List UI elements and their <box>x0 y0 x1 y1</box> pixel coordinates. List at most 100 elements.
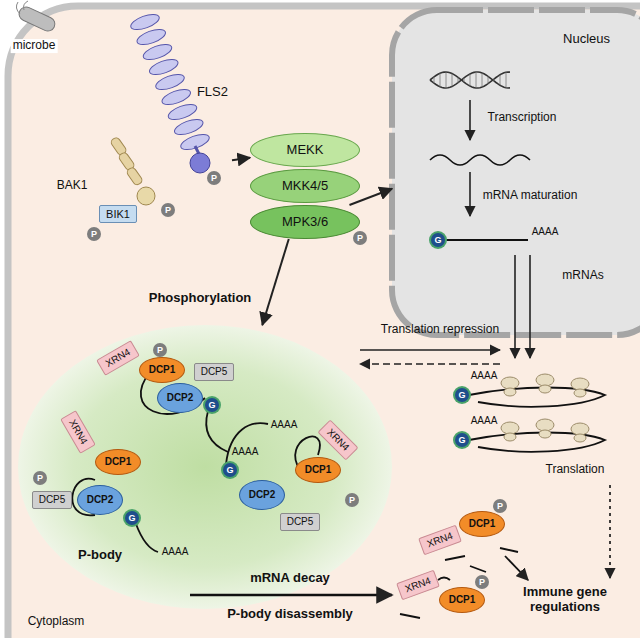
annotation-text: AAAA <box>471 370 498 382</box>
nucleus-flow <box>529 255 531 358</box>
node-label: FLS2 <box>197 85 228 100</box>
dna-helix <box>430 72 510 88</box>
repression-arrows <box>360 349 500 351</box>
cap-mark: G <box>205 398 219 412</box>
nucleus-flow <box>430 100 530 358</box>
node-label: DCP2 <box>87 494 114 506</box>
cap-mark: G <box>223 463 237 477</box>
node-label: DCP2 <box>249 489 276 501</box>
node-label: XRN4 <box>104 346 133 369</box>
bak1-receptor <box>137 187 155 205</box>
nuclear-envelope <box>392 10 640 335</box>
annotation-text: AAAA <box>271 419 298 431</box>
node-label: DCP1 <box>449 594 476 606</box>
dna-helix <box>464 78 465 82</box>
annotation-text: AAAA <box>232 446 259 458</box>
ribosome <box>539 385 551 393</box>
dna-helix <box>500 75 501 86</box>
protein-ellipse: DCP1 <box>139 357 185 383</box>
dna-helix <box>458 77 459 82</box>
repression-arrows <box>360 363 500 365</box>
protein-box: XRN4 <box>96 340 140 376</box>
annotation-text: mRNAs <box>562 269 603 283</box>
ribosome <box>536 374 554 386</box>
p-body-granule <box>18 325 392 609</box>
p-body-region: P-bodyXRN4DCP1DCP5DCP2XRN4DCP1DCP5DCP2DC… <box>18 325 392 609</box>
ribosome <box>574 389 586 397</box>
dna-helix <box>430 72 510 88</box>
annotation-text: Cytoplasm <box>28 615 85 629</box>
dna-helix <box>476 72 477 88</box>
annotation-text: Translation repression <box>381 323 499 337</box>
protein-box: XRN4 <box>317 419 358 460</box>
mrna-fragments <box>400 548 518 618</box>
cap-mark: G <box>455 433 469 447</box>
annotation-text: AAAA <box>532 226 559 238</box>
decay-arrow <box>190 594 392 597</box>
protein-box: DCP5 <box>32 491 72 509</box>
node-label: DCP1 <box>469 518 496 530</box>
protein-box: XRN4 <box>396 570 440 601</box>
nucleus-flow <box>430 155 530 165</box>
phospho-mark: P <box>87 227 101 241</box>
fls2-receptor <box>179 131 211 153</box>
translation-mrna <box>469 388 605 407</box>
ribosome <box>504 433 516 441</box>
annotation-text: AAAA <box>162 546 189 558</box>
node-label: DCP1 <box>105 456 132 468</box>
ribosome <box>571 423 589 435</box>
dna-helix <box>470 74 471 86</box>
kinase-box: BIK1 <box>99 205 137 223</box>
nucleus-flow <box>469 172 471 216</box>
protein-ellipse: DCP1 <box>295 457 341 483</box>
p-body-mrna <box>226 423 268 464</box>
mrna-fragments <box>400 548 518 618</box>
annotation-text: BAK1 <box>57 179 88 193</box>
annotation-text: mRNA maturation <box>483 189 578 203</box>
node-label: XRN4 <box>66 418 89 447</box>
annotation-text: Immune gene regulations <box>506 585 624 615</box>
ribosome <box>571 378 589 390</box>
node-label: Nucleus <box>563 32 610 47</box>
annotation-text: AAAA <box>471 415 498 427</box>
dna-helix <box>506 72 507 87</box>
nucleus-flow <box>469 100 471 140</box>
phospho-mark: P <box>33 471 47 485</box>
translation-mrna <box>469 433 605 452</box>
nucleus-region: Nucleus <box>392 10 640 335</box>
ribosome <box>501 422 519 434</box>
ribosome <box>536 419 554 431</box>
bak1-receptor <box>126 166 144 186</box>
protein-ellipse: DCP2 <box>239 480 285 510</box>
protein-box: DCP5 <box>280 513 320 531</box>
annotation-text: P-body disassembly <box>227 607 353 622</box>
node-label: XRN4 <box>403 575 432 595</box>
region-title: P-body <box>78 548 122 563</box>
cell-membrane <box>8 6 640 638</box>
phospho-mark: P <box>493 499 507 513</box>
node-label: MPK3/6 <box>282 215 328 230</box>
ribosome <box>539 430 551 438</box>
node-label: DCP1 <box>149 364 176 376</box>
cap-mark: G <box>125 511 139 525</box>
signal-arrow <box>232 158 250 161</box>
kinase-ellipse: MEKK <box>250 133 360 167</box>
node-label: DCP5 <box>201 366 228 378</box>
p-body-mrna <box>206 411 228 452</box>
protein-box: DCP5 <box>194 363 234 381</box>
phospho-mark: P <box>475 575 489 589</box>
node-label: DCP5 <box>287 516 314 528</box>
dna-helix <box>434 77 435 83</box>
dna-helix <box>430 72 510 88</box>
bak1-receptor <box>110 136 155 205</box>
node-label: MKK4/5 <box>282 179 328 194</box>
dna-helix <box>482 73 483 87</box>
node-label: DCP2 <box>167 392 194 404</box>
p-body-mrna <box>136 524 158 552</box>
regulation-arrow <box>505 556 528 580</box>
dna-helix <box>494 79 495 81</box>
node-label: BIK1 <box>106 208 130 221</box>
nucleus-flow <box>514 255 516 358</box>
